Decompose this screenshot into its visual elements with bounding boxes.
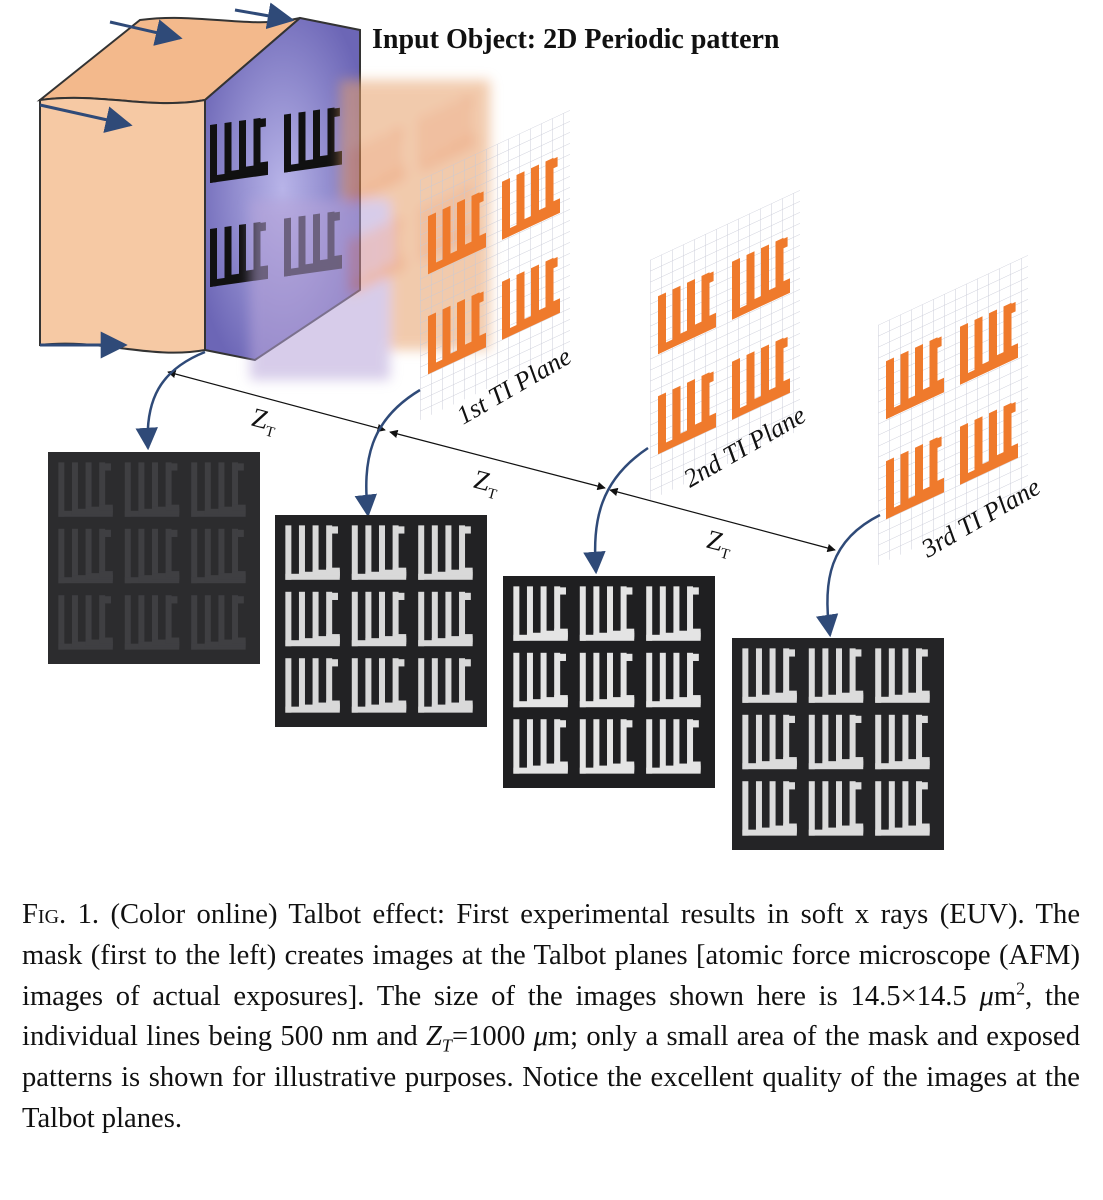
caption-unit-2: μ (533, 1021, 548, 1053)
svg-text:ZT: ZT (702, 524, 736, 563)
input-arrow-1 (109, 19, 183, 46)
afm-image-plane-3 (732, 638, 944, 850)
afm-image-mask (48, 452, 260, 664)
figure-caption: Fig. 1. (Color online) Talbot effect: Fi… (22, 895, 1080, 1140)
talbot-figure: Input Object: 2D Periodic pattern 1st TI… (36, 2, 1045, 850)
caption-zt-symbol: Z (426, 1021, 442, 1053)
talbot-plane-2 (650, 190, 800, 500)
caption-text-4: =1000 (451, 1021, 534, 1053)
zt-label-2: ZT (469, 464, 503, 503)
input-arrow-3 (39, 103, 133, 133)
afm-image-plane-2 (503, 576, 715, 788)
caption-text-3: , the individual lines being 500 nm and (22, 980, 1080, 1053)
afm-image-plane-1 (275, 515, 487, 727)
curved-arrows (135, 350, 881, 638)
caption-text-2: m (993, 980, 1017, 1012)
talbot-plane-1 (420, 110, 570, 420)
caption-text-1: (Color online) Talbot effect: First expe… (22, 899, 1081, 1012)
caption-zt-subscript: T (441, 1036, 452, 1057)
svg-text:ZT: ZT (469, 464, 503, 503)
input-arrow-2 (234, 2, 295, 30)
caption-text-5: m; only a small area of the mask and exp… (22, 1021, 1080, 1134)
zt-label-3: ZT (702, 524, 736, 563)
zt-label-1: ZT (247, 402, 281, 441)
caption-unit-1: μ (979, 980, 994, 1012)
caption-superscript: 2 (1016, 978, 1026, 999)
caption-figure-label: Fig. 1. (22, 899, 100, 930)
svg-text:ZT: ZT (247, 402, 281, 441)
talbot-distance-lines (167, 369, 836, 553)
talbot-plane-3 (878, 255, 1028, 565)
figure-title: Input Object: 2D Periodic pattern (372, 24, 780, 55)
